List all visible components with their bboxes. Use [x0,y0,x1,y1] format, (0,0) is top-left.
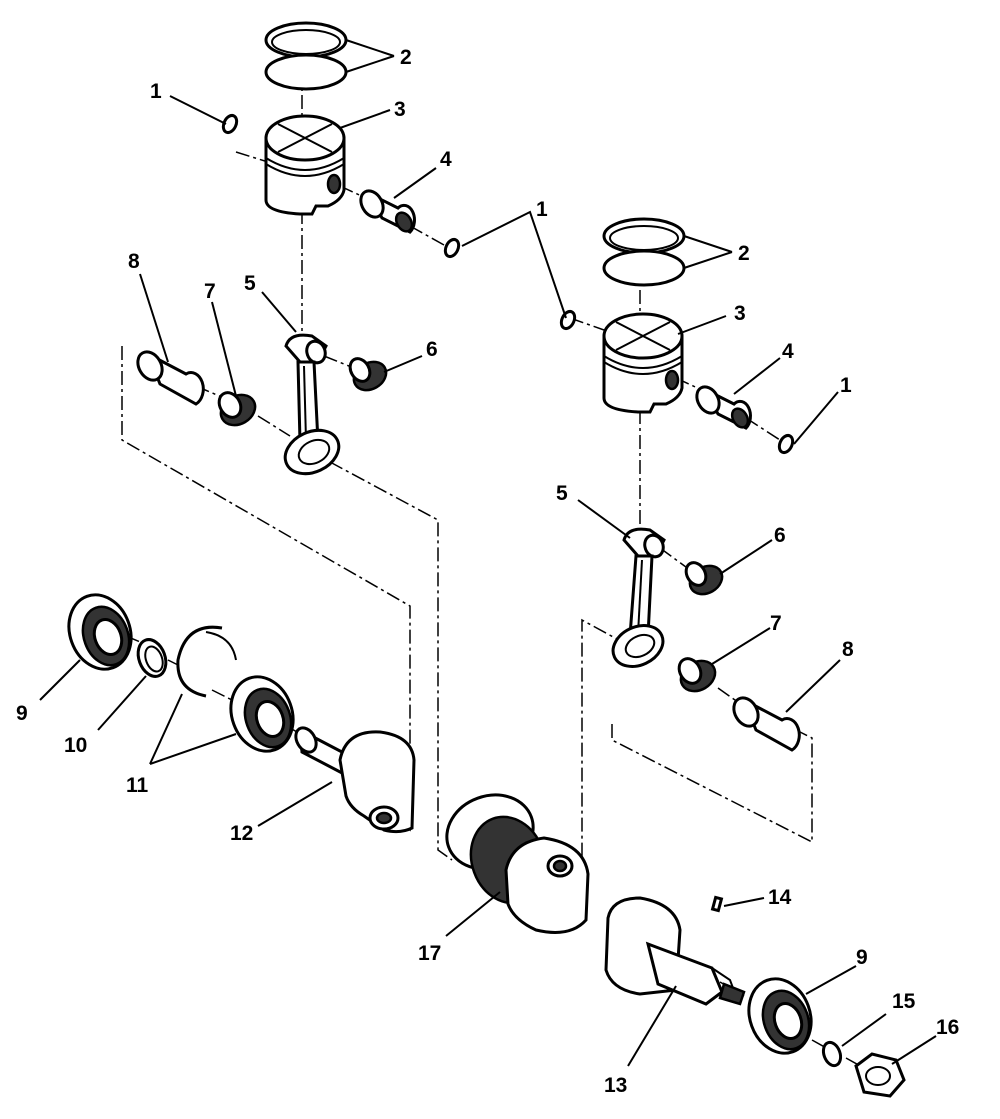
assembly-center-lines [121,70,865,1069]
callout-10: 10 [64,734,87,757]
callout-7: 7 [770,612,782,635]
callout-1: 1 [150,80,162,103]
main-bearing-left [67,593,133,671]
needle-bearing-large-left [217,391,257,427]
piston-rings-right [602,217,686,287]
circlip-left-b [443,237,461,259]
callout-1: 1 [536,198,548,221]
circlip-left-a [221,113,239,135]
callout-3: 3 [394,98,406,121]
callout-11: 11 [126,774,149,797]
lock-washer [821,1040,843,1068]
callout-6: 6 [426,338,438,361]
piston-left [264,114,346,216]
circlip-right-a [559,309,577,331]
piston-pin-left [359,189,416,234]
callout-5: 5 [556,482,568,505]
crank-half-right [604,896,746,1006]
callout-2: 2 [400,46,412,69]
crank-pin-left [136,350,205,406]
callout-3: 3 [734,302,746,325]
piston-rings-left [264,21,348,91]
callout-8: 8 [842,638,854,661]
connecting-rod-left [283,333,341,476]
crank-half-left [294,726,416,834]
callout-13: 13 [604,1074,627,1097]
piston-pin-right [695,385,752,430]
needle-bearing-small-right [684,561,724,596]
callout-4: 4 [440,148,452,171]
circlip-right-b [777,433,795,455]
crank-center [445,793,590,934]
needle-bearing-small-left [348,357,388,392]
callout-2: 2 [738,242,750,265]
piston-right [602,312,684,414]
callout-1: 1 [840,374,852,397]
callout-16: 16 [936,1016,959,1039]
main-bearing-center [229,675,295,753]
callout-9: 9 [16,702,28,725]
main-bearing-right [747,977,813,1055]
callout-9: 9 [856,946,868,969]
needle-bearing-large-right [677,657,717,693]
callout-4: 4 [782,340,794,363]
snap-ring-pair [176,625,237,698]
crank-pin-right [732,696,801,752]
callout-17: 17 [418,942,441,965]
thrust-washer [136,638,168,678]
callout-5: 5 [244,272,256,295]
crank-nut [854,1052,906,1098]
callout-14: 14 [768,886,792,909]
callout-8: 8 [128,250,140,273]
callout-6: 6 [774,524,786,547]
callout-numbers: 1 2 3 4 1 8 7 5 6 2 3 4 1 5 6 7 8 9 10 1… [16,46,959,1097]
leader-lines [39,39,937,1067]
callout-12: 12 [230,822,253,845]
key [710,895,724,913]
callout-7: 7 [204,280,216,303]
callout-15: 15 [892,990,916,1013]
connecting-rod-right [611,527,666,668]
